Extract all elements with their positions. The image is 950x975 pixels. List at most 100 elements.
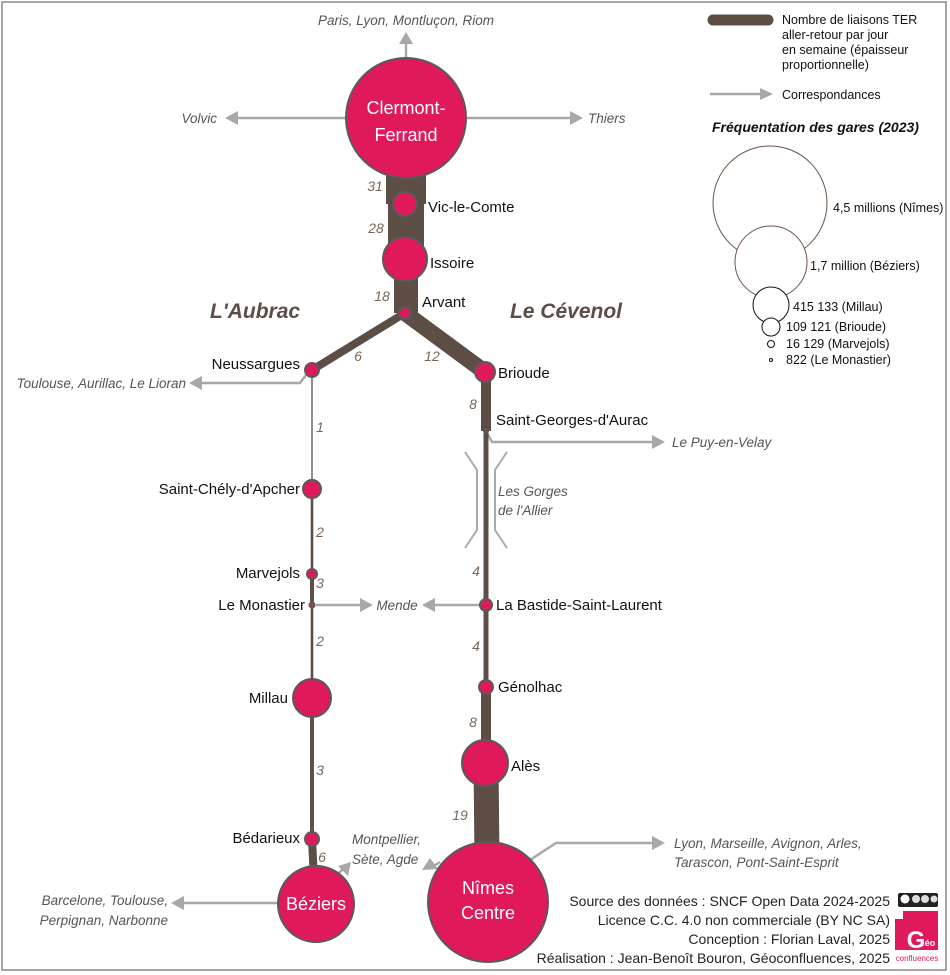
conn-north: Paris, Lyon, Montluçon, Riom	[318, 13, 494, 28]
credit-realisation: Réalisation : Jean-Benoît Bouron, Géocon…	[537, 950, 891, 966]
arrowhead-mende-east-icon	[422, 598, 435, 612]
geoconfluences-logo: G éo confluences	[895, 911, 938, 963]
legend-circle-marvejols	[767, 340, 775, 348]
count-clermont-vic: 31	[367, 178, 383, 194]
legend-circle-monastier	[769, 358, 773, 362]
arrow-toulouse	[200, 374, 307, 385]
legend-freq-1: 4,5 millions (Nîmes)	[833, 201, 943, 215]
conn-toulouse: Toulouse, Aurillac, Le Lioran	[17, 376, 186, 391]
arrowhead-north-icon	[399, 32, 413, 44]
station-saint-georges	[483, 428, 489, 434]
legend-links-4: proportionnelle)	[782, 58, 869, 72]
count-bastide-genolhac: 4	[472, 638, 480, 654]
line-name-cevenol: Le Cévenol	[510, 300, 623, 323]
arrow-lyon	[529, 841, 654, 862]
legend-arrowhead-icon	[760, 88, 773, 100]
station-clermont	[345, 57, 467, 179]
count-brioude-stgeorges: 8	[469, 396, 477, 412]
count-genolhac-ales: 8	[469, 714, 477, 730]
legend-freq-title: Fréquentation des gares (2023)	[712, 119, 919, 135]
label-vic: Vic-le-Comte	[428, 199, 514, 216]
station-bastide	[479, 598, 493, 612]
arrowhead-barcelone-icon	[171, 896, 184, 910]
gorges-brackets	[464, 451, 508, 549]
link-counts: 31 28 18 6 12 1 2 3 2 3 6 8 4 4 8 19	[315, 178, 480, 865]
conn-montpellier-1: Montpellier,	[352, 832, 421, 847]
label-millau: Millau	[249, 690, 288, 707]
label-ales: Alès	[511, 758, 540, 775]
label-genolhac: Génolhac	[498, 679, 563, 696]
label-le-monastier: Le Monastier	[218, 597, 305, 614]
count-millau-bedarieux: 3	[316, 762, 324, 778]
legend: Nombre de liaisons TER aller-retour par …	[707, 13, 943, 367]
credit-conception: Conception : Florian Laval, 2025	[688, 931, 890, 947]
label-neussargues: Neussargues	[212, 356, 300, 373]
credit-source: Source des données : SNCF Open Data 2024…	[569, 893, 890, 909]
station-neussargues	[304, 362, 320, 378]
connection-labels: Paris, Lyon, Montluçon, Riom Volvic Thie…	[17, 13, 862, 928]
label-nimes-1: Nîmes	[462, 878, 514, 898]
station-saint-chely	[302, 479, 322, 499]
arrowhead-lyon-icon	[652, 836, 665, 850]
count-gorges-bastide: 4	[472, 563, 480, 579]
station-nimes	[427, 841, 549, 963]
conn-volvic: Volvic	[181, 111, 217, 126]
station-arvant	[398, 306, 412, 320]
stations	[277, 57, 549, 963]
svg-text:confluences: confluences	[896, 954, 939, 963]
count-marvejols-monastier: 3	[316, 575, 324, 591]
count-issoire-arvant: 18	[374, 288, 390, 304]
label-arvant: Arvant	[422, 294, 466, 311]
station-bedarieux	[304, 831, 320, 847]
arrowhead-le-puy-icon	[652, 435, 665, 449]
label-issoire: Issoire	[430, 255, 474, 272]
station-millau	[292, 678, 332, 718]
station-issoire	[382, 236, 428, 282]
label-saint-chely: Saint-Chély-d'Apcher	[159, 481, 300, 498]
connection-arrows	[171, 32, 665, 910]
legend-circle-brioude	[761, 317, 781, 337]
gorges-label-1: Les Gorges	[498, 484, 568, 499]
conn-beziers-1: Barcelone, Toulouse,	[42, 893, 168, 908]
track-arvant-neussargues	[308, 309, 409, 374]
station-labels: Clermont- Ferrand Vic-le-Comte Issoire A…	[159, 98, 663, 923]
station-beziers	[277, 865, 355, 943]
svg-text:éo: éo	[925, 938, 936, 948]
credit-licence: Licence C.C. 4.0 non commerciale (BY NC …	[598, 912, 890, 928]
count-vic-issoire: 28	[367, 220, 384, 236]
count-ales-nimes: 19	[452, 807, 468, 823]
count-arvant-brioude: 12	[424, 348, 440, 364]
legend-freq-2: 1,7 million (Béziers)	[810, 259, 920, 273]
credits: Source des données : SNCF Open Data 2024…	[537, 893, 938, 966]
conn-thiers: Thiers	[588, 111, 626, 126]
legend-freq-6: 822 (Le Monastier)	[786, 353, 891, 367]
conn-nimes-2: Tarascon, Pont-Saint-Esprit	[674, 855, 840, 870]
legend-links-3: en semaine (épaisseur	[782, 43, 908, 57]
legend-connections: Correspondances	[782, 88, 881, 102]
label-marvejols: Marvejols	[236, 565, 300, 582]
arrowhead-mende-west-icon	[360, 598, 373, 612]
label-beziers: Béziers	[286, 894, 346, 914]
station-ales	[461, 739, 509, 787]
track-arvant-brioude	[397, 305, 493, 380]
label-clermont-1: Clermont-	[366, 98, 445, 118]
cc-license-icon	[898, 893, 938, 907]
station-vic	[392, 191, 418, 217]
conn-mende: Mende	[376, 598, 417, 613]
label-nimes-2: Centre	[461, 903, 515, 923]
legend-links-1: Nombre de liaisons TER	[782, 13, 917, 27]
count-arvant-neussargues: 6	[354, 348, 362, 364]
count-neussargues-chely: 1	[316, 419, 324, 435]
conn-beziers-2: Perpignan, Narbonne	[40, 913, 168, 928]
arrowhead-toulouse-icon	[189, 376, 202, 390]
label-brioude: Brioude	[498, 365, 550, 382]
count-chely-marvejols: 2	[315, 524, 324, 540]
label-saint-georges: Saint-Georges-d'Aurac	[496, 412, 649, 429]
count-bedarieux-beziers: 6	[318, 849, 326, 865]
conn-le-puy: Le Puy-en-Velay	[672, 435, 773, 450]
station-genolhac	[478, 679, 494, 695]
gorges-label-2: de l'Allier	[498, 503, 553, 518]
label-clermont-2: Ferrand	[374, 125, 437, 145]
station-brioude	[474, 361, 496, 383]
